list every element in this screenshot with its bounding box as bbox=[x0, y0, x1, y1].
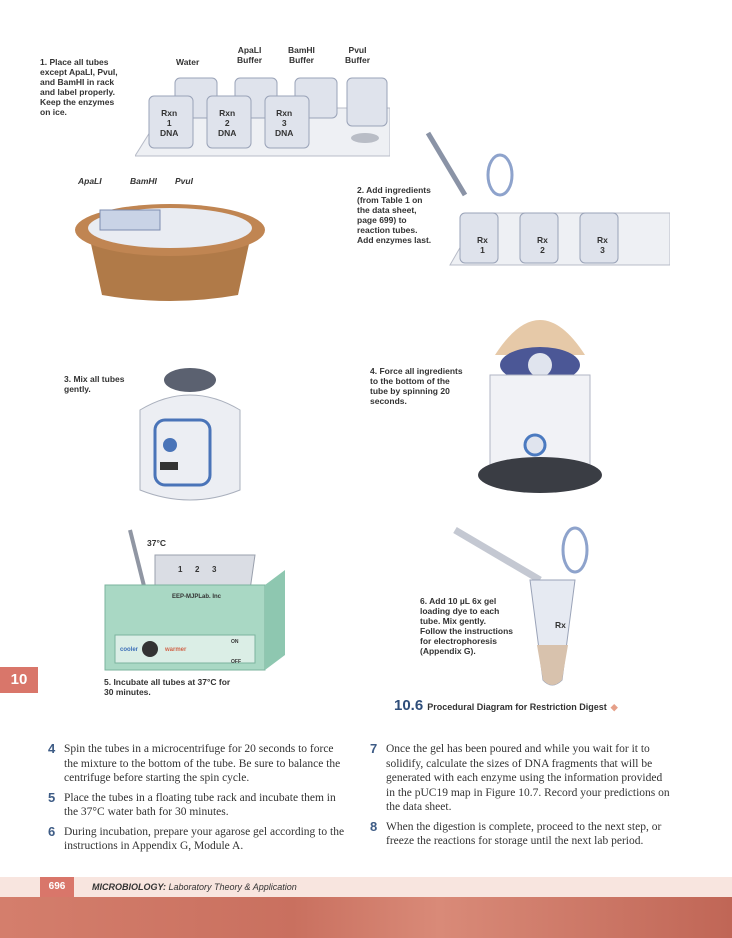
step4-label: 4. Force all ingredients to the bottom o… bbox=[370, 366, 463, 406]
ice-label-pvui: PvuI bbox=[175, 176, 193, 186]
rack-label-3: 3 bbox=[212, 565, 217, 574]
figure-number: 10.6 bbox=[394, 697, 424, 714]
ice-label-apali: ApaLI bbox=[78, 176, 102, 186]
reaction-tubes-illustration bbox=[425, 131, 670, 266]
footer-band bbox=[0, 877, 732, 897]
step-number: 8 bbox=[370, 818, 378, 834]
step-number: 7 bbox=[370, 741, 378, 756]
step-text: Place the tubes in a floating tube rack … bbox=[64, 791, 336, 819]
ice-label-bamhi: BamHI bbox=[130, 176, 157, 186]
step-number: 4 bbox=[48, 741, 56, 756]
step-item: 5 Place the tubes in a floating tube rack… bbox=[48, 789, 348, 820]
rack-label-1: 1 bbox=[178, 565, 183, 574]
step-text: When the digestion is complete, proceed … bbox=[386, 820, 662, 848]
page-number: 696 bbox=[40, 877, 74, 897]
diamond-icon: ◆ bbox=[610, 702, 618, 712]
tube-label-water: Water bbox=[176, 57, 200, 67]
book-title-bold: MICROBIOLOGY: bbox=[92, 882, 166, 892]
figure-title: Procedural Diagram for Restriction Diges… bbox=[427, 702, 607, 712]
step-text: Once the gel has been poured and while y… bbox=[386, 743, 670, 813]
rxn2-label: Rxn 2 DNA bbox=[218, 108, 237, 138]
vortex-mixer-illustration bbox=[139, 368, 241, 501]
ice-bucket-illustration bbox=[75, 204, 265, 301]
loading-dye-tube-illustration bbox=[453, 526, 589, 686]
brand-label: EEP-MJPLab. Inc bbox=[172, 594, 222, 600]
step-text: Spin the tubes in a microcentrifuge for … bbox=[64, 743, 341, 784]
step-item: 6 During incubation, prepare your agarose… bbox=[48, 823, 348, 854]
step2-label: 2. Add ingredients (from Table 1 on the … bbox=[357, 185, 432, 245]
rack-label-2: 2 bbox=[195, 565, 200, 574]
tube-label-pvui-buffer: PvuI Buffer bbox=[345, 45, 371, 65]
tube-label-bamhi-buffer: BamHI Buffer bbox=[288, 45, 315, 65]
rx1-label: Rx 1 bbox=[477, 235, 488, 255]
step5-label: 5. Incubate all tubes at 37°C for 30 min… bbox=[104, 677, 231, 697]
book-title: MICROBIOLOGY: Laboratory Theory & Applic… bbox=[92, 882, 297, 892]
on-label: ON bbox=[231, 639, 239, 645]
footer-texture bbox=[0, 897, 732, 938]
rx-tube-label: Rx bbox=[555, 620, 566, 630]
step-number: 5 bbox=[48, 789, 56, 805]
step-number: 6 bbox=[48, 823, 56, 839]
thermometer-label: 37°C bbox=[147, 538, 166, 548]
cooler-label: cooler bbox=[120, 647, 139, 653]
step1-label: 1. Place all tubes except ApaLI, PvuI, a… bbox=[40, 57, 118, 117]
chapter-tab: 10 bbox=[0, 667, 38, 693]
step6-label: 6. Add 10 µL 6x gel loading dye to each … bbox=[420, 596, 514, 656]
microcentrifuge-illustration bbox=[478, 320, 602, 493]
step3-label: 3. Mix all tubes gently. bbox=[64, 374, 125, 394]
warmer-label: warmer bbox=[165, 647, 187, 653]
rxn3-label: Rxn 3 DNA bbox=[275, 108, 294, 138]
step-item: 4 Spin the tubes in a microcentrifuge for… bbox=[48, 741, 348, 786]
water-bath-illustration bbox=[104, 529, 285, 671]
steps-right-column: 7 Once the gel has been poured and while … bbox=[370, 741, 670, 854]
steps-left-column: 4 Spin the tubes in a microcentrifuge for… bbox=[48, 741, 348, 859]
rx3-label: Rx 3 bbox=[597, 235, 608, 255]
step-item: 7 Once the gel has been poured and while … bbox=[370, 741, 670, 815]
off-label: OFF bbox=[231, 659, 241, 665]
rxn1-label: Rxn 1 DNA bbox=[160, 108, 179, 138]
tube-rack-illustration bbox=[135, 77, 390, 157]
rx2-label: Rx 2 bbox=[537, 235, 548, 255]
book-title-rest: Laboratory Theory & Application bbox=[166, 882, 297, 892]
step-text: During incubation, prepare your agarose … bbox=[64, 825, 345, 853]
step-item: 8 When the digestion is complete, proceed… bbox=[370, 818, 670, 849]
tube-label-apali-buffer: ApaLI Buffer bbox=[237, 45, 263, 65]
